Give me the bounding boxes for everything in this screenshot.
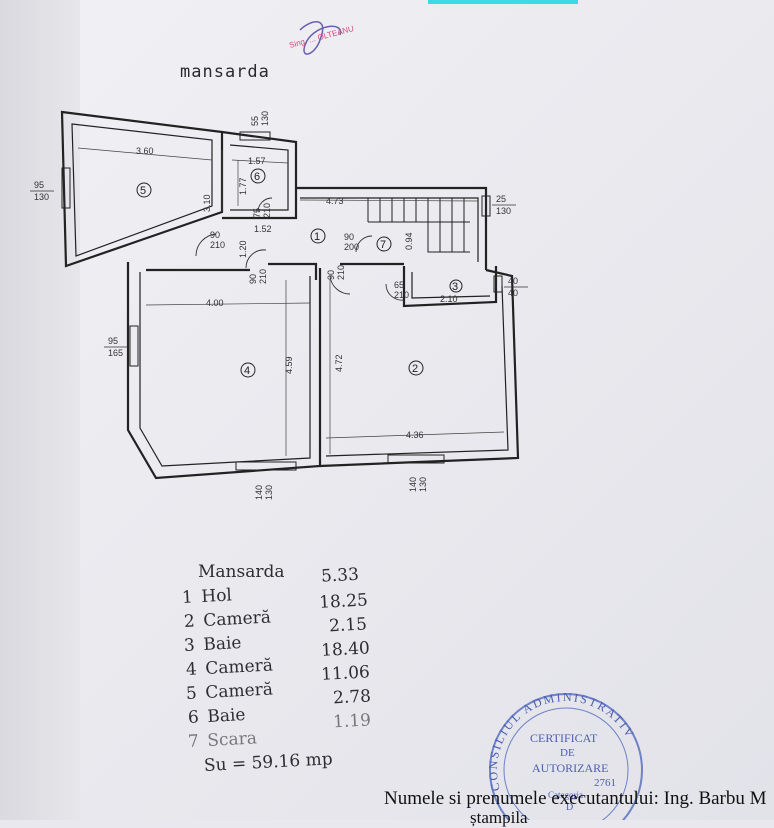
svg-text:40: 40	[508, 276, 518, 286]
svg-text:210: 210	[262, 203, 272, 218]
svg-text:130: 130	[34, 192, 49, 202]
svg-text:140: 140	[254, 485, 264, 500]
stamp-caption: ștampila	[470, 808, 528, 827]
svg-text:130: 130	[264, 485, 274, 500]
dim-label: 4.59	[284, 356, 294, 374]
svg-text:140: 140	[408, 477, 418, 492]
door-swings	[195, 197, 405, 301]
svg-text:5: 5	[140, 185, 146, 197]
dim-label: 3.10	[202, 194, 212, 212]
dim-label: 4.73	[326, 196, 344, 206]
svg-text:55: 55	[250, 116, 260, 126]
svg-text:65: 65	[394, 280, 404, 290]
svg-text:2: 2	[412, 363, 418, 375]
svg-text:75: 75	[252, 208, 262, 218]
dim-label: 1.52	[254, 224, 272, 234]
room-number: 3	[449, 279, 463, 293]
window-label: 140 130	[408, 477, 428, 492]
svg-text:90: 90	[248, 274, 258, 284]
svg-text:130: 130	[496, 206, 511, 216]
svg-text:90: 90	[344, 232, 354, 242]
room-number: 2	[408, 360, 424, 376]
dim-label: 1.57	[248, 156, 266, 166]
svg-text:210: 210	[210, 240, 225, 250]
svg-text:7: 7	[380, 239, 386, 251]
room-number: 6	[250, 168, 266, 184]
door-label: 90 210	[210, 230, 225, 250]
stamp-line: Categoria	[548, 790, 583, 800]
svg-text:25: 25	[496, 194, 506, 204]
svg-text:3: 3	[452, 281, 458, 293]
svg-text:1: 1	[314, 231, 320, 243]
legend-heading: Mansarda	[198, 562, 285, 582]
svg-text:200: 200	[344, 242, 359, 252]
svg-text:4: 4	[244, 365, 250, 377]
svg-text:90: 90	[326, 270, 336, 280]
windows	[61, 131, 503, 471]
svg-text:95: 95	[108, 336, 118, 346]
paper-fold	[0, 0, 80, 820]
dim-label: 1.20	[238, 240, 248, 258]
stamp-line: AUTORIZARE	[532, 761, 608, 775]
window-label: 95 165	[104, 336, 128, 358]
svg-text:130: 130	[260, 111, 270, 126]
svg-text:6: 6	[254, 171, 260, 183]
window-label: 55 130	[250, 111, 270, 126]
window-label: 40 40	[504, 276, 528, 298]
dim-label: 0.94	[404, 232, 414, 250]
room-number: 1	[310, 228, 326, 244]
svg-text:130: 130	[418, 477, 428, 492]
opening-labels: 95 130 55 130 25 130 95 165 40 40	[30, 111, 528, 500]
dim-label: 4.00	[206, 298, 224, 308]
dimension-labels: 3.60 1.57 1.77 3.10 4.73 1.52 1.20 0.94 …	[136, 146, 458, 440]
stamp-line: D	[566, 802, 573, 813]
svg-text:210: 210	[336, 265, 346, 280]
plan-title: mansarda	[180, 62, 270, 82]
window-label: 25 130	[492, 194, 516, 216]
svg-text:40: 40	[508, 288, 518, 298]
signature: Sing. ... OLTEANU	[288, 21, 355, 55]
executant-line: Numele si prenumele executantului: Ing. …	[384, 788, 767, 809]
outer-walls	[60, 110, 520, 480]
room-number: 5	[136, 182, 152, 198]
room-numbers: 1 2 3 4 5 6 7	[136, 168, 463, 378]
window-label: 140 130	[254, 485, 274, 500]
door-label: 65 210	[394, 280, 409, 300]
svg-text:210: 210	[258, 269, 268, 284]
window-label: 95 130	[30, 180, 54, 202]
door-label: 90 200	[344, 232, 359, 252]
dim-label: 4.72	[334, 354, 344, 372]
dim-label: 4.36	[406, 430, 424, 440]
room-number: 4	[240, 362, 256, 378]
dim-label: 2.10	[440, 294, 458, 304]
door-label: 90 210	[326, 265, 346, 280]
dimension-lines	[77, 147, 505, 456]
svg-text:210: 210	[394, 290, 409, 300]
stairs	[367, 198, 470, 253]
stamp-line: CERTIFICAT	[530, 731, 598, 745]
svg-text:165: 165	[108, 348, 123, 358]
stamp-line: 2761	[594, 777, 616, 789]
svg-text:95: 95	[34, 180, 44, 190]
dim-label: 3.60	[136, 146, 154, 156]
dim-label: 1.77	[238, 177, 248, 195]
room-number: 7	[376, 236, 392, 252]
svg-text:90: 90	[210, 230, 220, 240]
highlight-strip	[428, 0, 578, 4]
door-label: 75 210	[252, 203, 272, 218]
door-label: 90 210	[248, 269, 268, 284]
stamp-line: DE	[560, 747, 575, 759]
